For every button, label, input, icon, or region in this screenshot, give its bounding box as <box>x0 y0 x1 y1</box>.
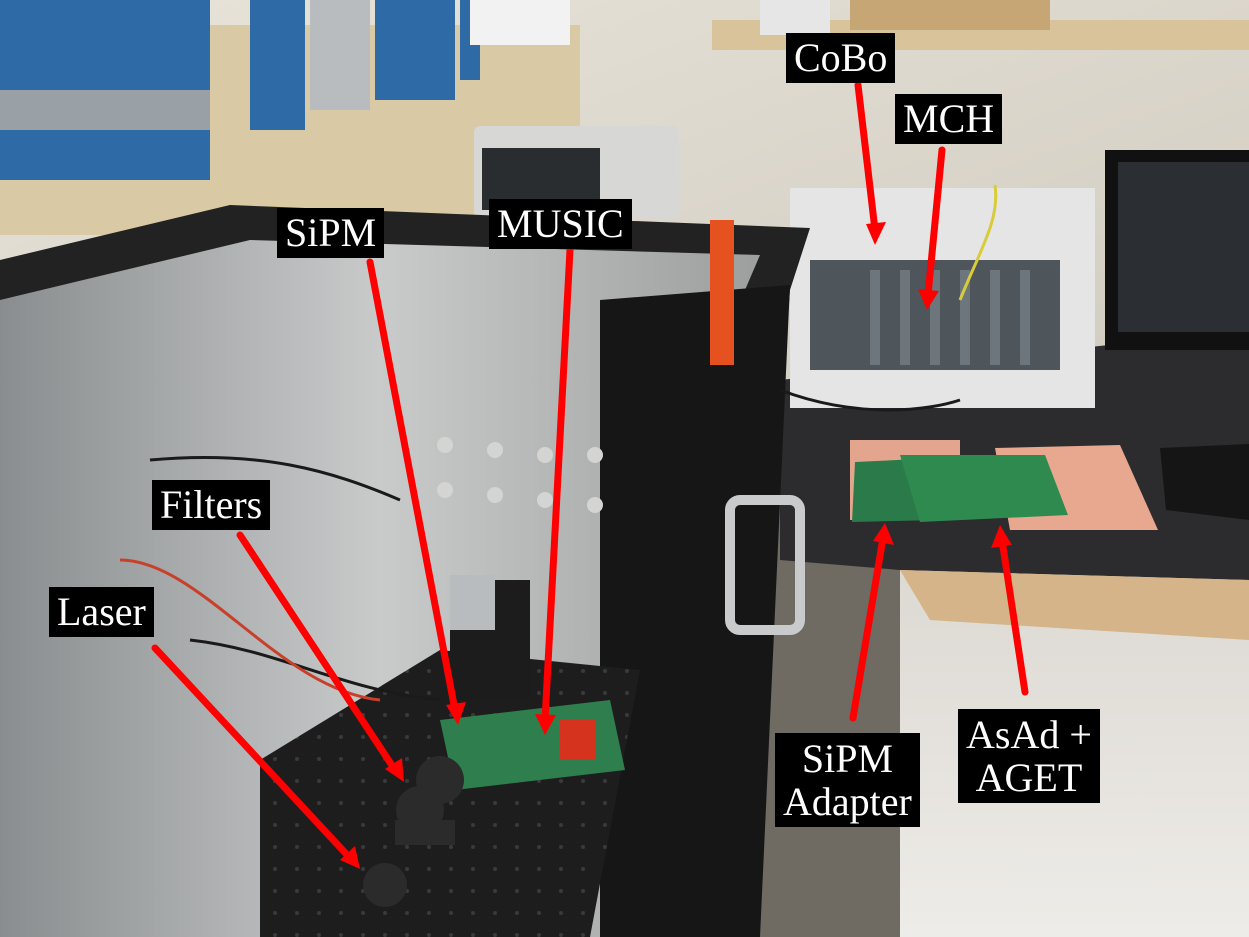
arrow-sipm-adapter <box>849 523 894 722</box>
cables <box>149 388 961 702</box>
arrow-asad-aget <box>991 525 1029 696</box>
foil-block <box>450 575 495 630</box>
desk-edge <box>900 570 1249 640</box>
mch-label: MCH <box>895 94 1003 144</box>
sipm-adapter-line-1: SiPM <box>801 736 893 781</box>
keyboard <box>1160 444 1249 520</box>
power-supply <box>760 0 830 35</box>
arrow-sipm <box>366 258 466 725</box>
music-label: MUSIC <box>489 199 632 249</box>
cobo-label: CoBo <box>786 33 896 83</box>
arrow-mch <box>918 146 946 310</box>
sipm-adapter-label: SiPM Adapter <box>775 733 920 827</box>
arrow-cobo <box>854 81 886 245</box>
bnc-feedthroughs <box>437 437 603 513</box>
arrow-music <box>535 246 574 735</box>
asad-aget-label: AsAd + AGET <box>958 709 1100 803</box>
laser-label: Laser <box>49 587 154 637</box>
arrow-filters <box>236 531 404 782</box>
red-tape <box>560 720 595 760</box>
yellow-cable <box>958 184 998 301</box>
filters-label: Filters <box>152 480 271 530</box>
optics <box>363 756 464 907</box>
handle <box>725 495 805 635</box>
asad-aget-line-2: AGET <box>975 755 1083 800</box>
white-box <box>470 0 570 45</box>
annotation-arrows <box>151 81 1029 869</box>
orange-tape <box>710 220 734 365</box>
dark-box-wall-right <box>600 285 790 937</box>
asad-board <box>900 455 1068 522</box>
sipm-label: SiPM <box>277 208 385 258</box>
arrow-laser <box>151 644 360 869</box>
nim-modules <box>0 0 480 180</box>
asad-aget-line-1: AsAd + <box>966 712 1092 757</box>
cardboard-box <box>850 0 1050 30</box>
sipm-adapter-line-2: Adapter <box>783 779 912 824</box>
